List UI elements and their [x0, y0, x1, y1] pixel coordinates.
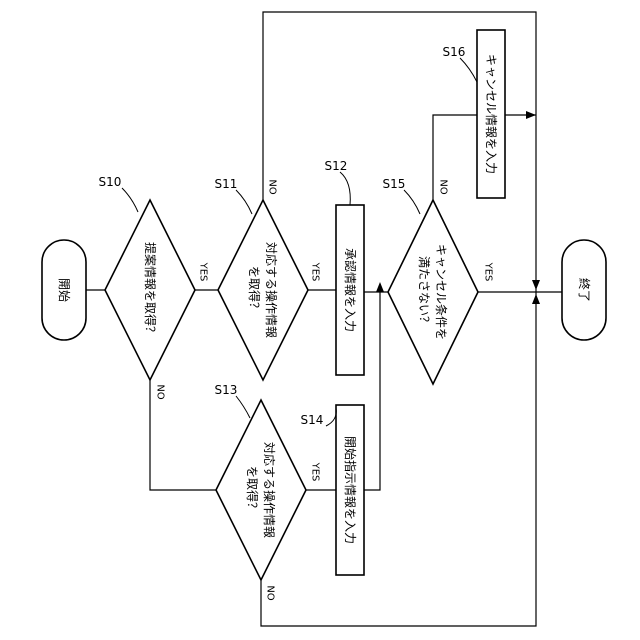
- decision-s15-text-line2: 満たさない？: [417, 256, 431, 328]
- decision-s10: 提案情報を取得？ S10: [99, 175, 195, 380]
- step-label-s11: S11: [215, 177, 238, 191]
- step-label-s16: S16: [443, 45, 466, 59]
- branch-s13-yes: YES: [310, 462, 321, 482]
- branch-s15-yes: YES: [483, 262, 494, 282]
- decision-s13-text-line1: 対応する操作情報: [262, 442, 277, 538]
- decision-s13-text-line2: を取得？: [245, 466, 260, 514]
- step-label-s12: S12: [325, 159, 348, 173]
- arrowhead-down-to-end: [532, 280, 540, 290]
- terminal-end-label: 終了: [577, 278, 592, 302]
- decision-s15: キャンセル条件を 満たさない？ S15: [383, 177, 478, 384]
- process-s14-text: 開始指示情報を入力: [343, 436, 358, 544]
- decision-s11-text-line1: 対応する操作情報: [264, 242, 279, 338]
- branch-s15-no: NO: [438, 179, 449, 194]
- arrowhead-up-to-end: [532, 294, 540, 304]
- branch-s13-no: NO: [265, 585, 276, 600]
- step-label-s10: S10: [99, 175, 122, 189]
- decision-s13: 対応する操作情報 を取得？ S13: [215, 383, 306, 580]
- branch-s11-yes: YES: [310, 262, 321, 282]
- decision-s15-text-line1: キャンセル条件を: [434, 244, 448, 340]
- terminal-end: 終了: [562, 240, 606, 340]
- branch-s11-no: NO: [267, 179, 278, 194]
- terminal-start-label: 開始: [57, 278, 71, 302]
- terminal-start: 開始: [42, 240, 86, 340]
- process-s16: キャンセル情報を入力 S16: [443, 30, 505, 198]
- decision-s11: 対応する操作情報 を取得？ S11: [215, 177, 308, 380]
- decision-s11-text-line2: を取得？: [247, 266, 262, 314]
- branch-s10-yes: YES: [198, 262, 209, 282]
- arrowhead-s16-right: [526, 111, 536, 119]
- branch-s10-no: NO: [155, 384, 166, 399]
- step-label-s14: S14: [301, 413, 324, 427]
- step-label-s13: S13: [215, 383, 238, 397]
- arrowhead-merge-up: [376, 282, 384, 292]
- process-s12: 承認情報を入力 S12: [325, 159, 364, 375]
- process-s16-text: キャンセル情報を入力: [484, 54, 498, 174]
- process-s12-text: 承認情報を入力: [343, 248, 358, 332]
- step-label-s15: S15: [383, 177, 406, 191]
- decision-s10-text: 提案情報を取得？: [143, 242, 158, 338]
